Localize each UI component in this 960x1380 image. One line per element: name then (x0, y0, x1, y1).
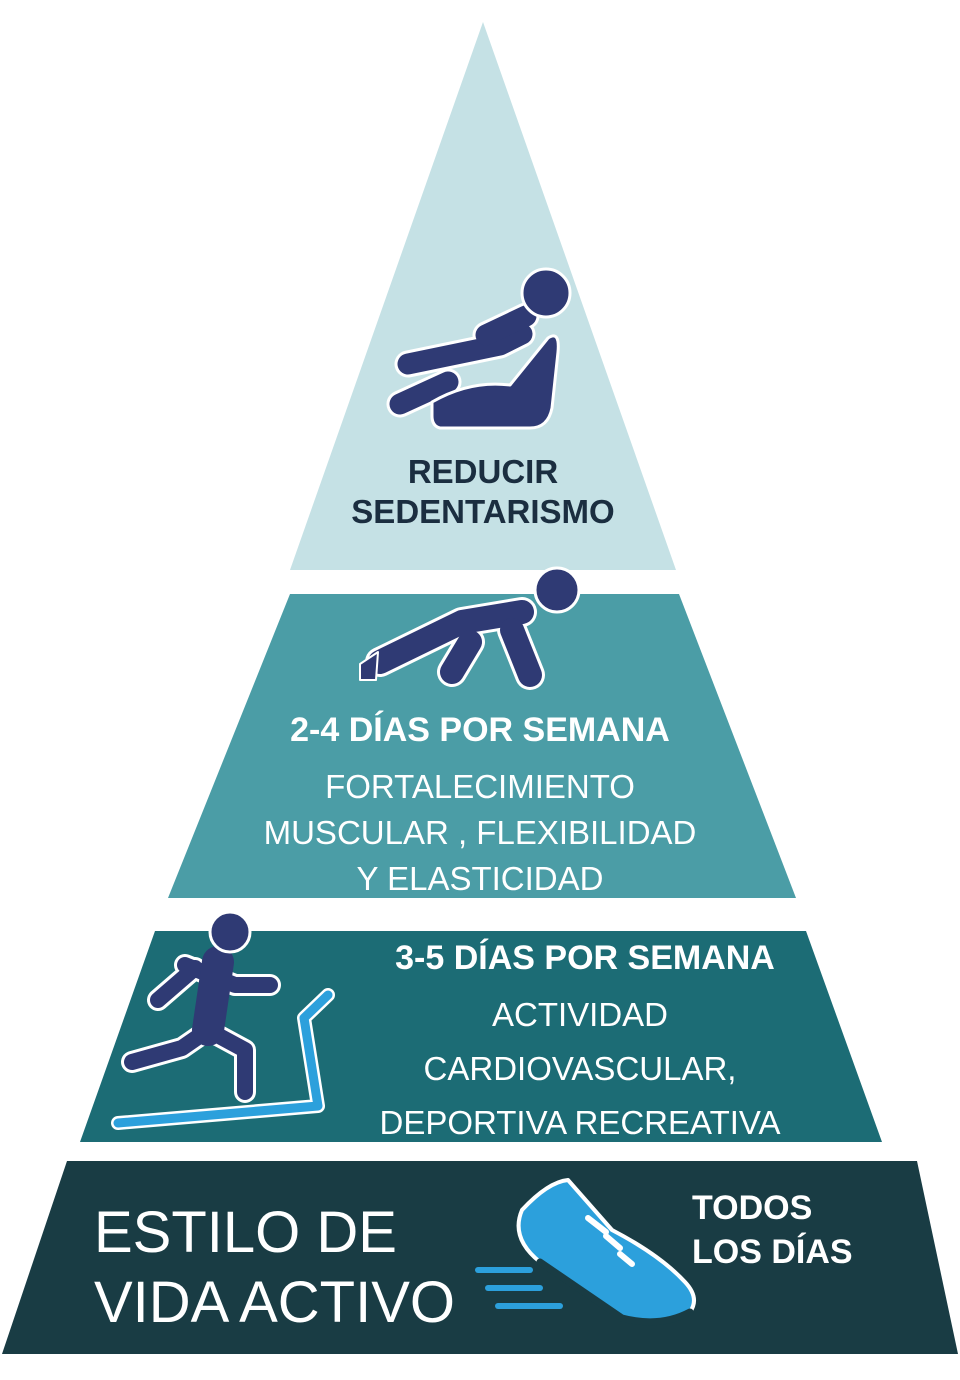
tier-top-heading-line-2: SEDENTARISMO (351, 493, 615, 530)
tier-cardio-body: ACTIVIDAD CARDIOVASCULAR, DEPORTIVA RECR… (350, 988, 810, 1150)
tier-base-title: ESTILO DE VIDA ACTIVO (94, 1198, 455, 1338)
running-shoe-icon (475, 1178, 696, 1326)
tier-strength-heading: 2-4 DÍAS POR SEMANA (290, 711, 670, 749)
stretching-person-icon (359, 566, 581, 690)
tier-base-title-line-1: ESTILO DE (94, 1200, 397, 1265)
treadmill-runner-icon (111, 910, 335, 1130)
tier-strength-body-line-3: Y ELASTICIDAD (356, 860, 604, 897)
tier-cardio-heading: 3-5 DÍAS POR SEMANA (395, 939, 775, 977)
tier-top-heading-line-1: REDUCIR (407, 453, 559, 490)
tier-strength-body: FORTALECIMIENTO MUSCULAR , FLEXIBILIDAD … (230, 764, 730, 902)
tier-cardio-body-line-2: CARDIOVASCULAR, (423, 1050, 737, 1087)
tier-base-frequency-line-2: LOS DÍAS (692, 1233, 853, 1271)
tier-base-shape (2, 1161, 958, 1354)
tier-strength-body-line-1: FORTALECIMIENTO (325, 768, 635, 805)
tier-strength-shape (168, 594, 796, 898)
tier-strength-body-line-2: MUSCULAR , FLEXIBILIDAD (263, 814, 697, 851)
tier-base-title-line-2: VIDA ACTIVO (94, 1270, 455, 1335)
tier-top-heading: REDUCIR SEDENTARISMO (290, 452, 676, 532)
tier-base-frequency: TODOS LOS DÍAS (692, 1186, 892, 1274)
tier-cardio-body-line-1: ACTIVIDAD (491, 996, 669, 1033)
reclining-chair-person-icon (386, 267, 572, 430)
tier-cardio-body-line-3: DEPORTIVA RECREATIVA (379, 1104, 781, 1141)
tier-base-frequency-line-1: TODOS (692, 1189, 813, 1227)
tier-top-shape (290, 22, 676, 570)
